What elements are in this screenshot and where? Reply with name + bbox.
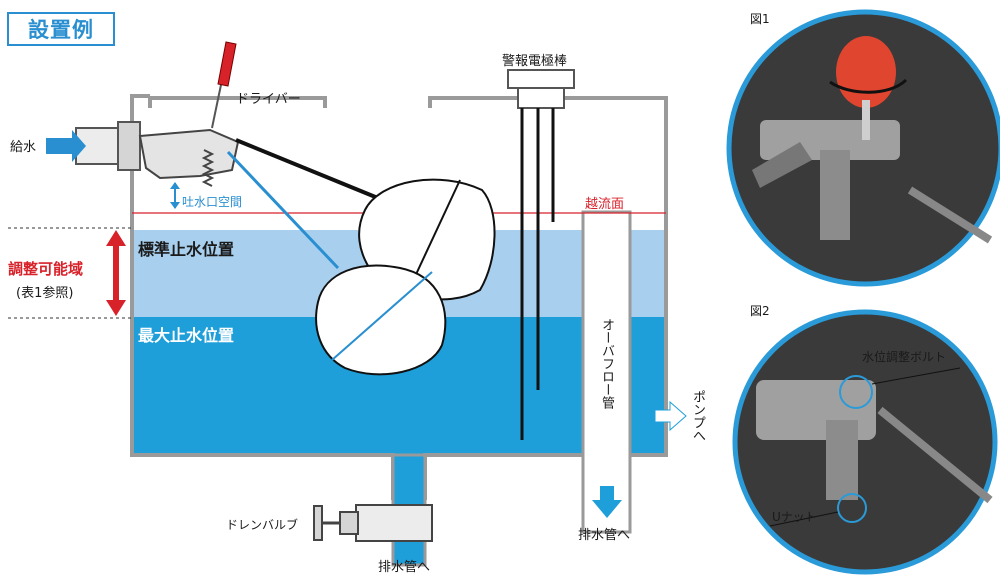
fig1-label: 図1 [750, 12, 770, 26]
driver-handle [217, 41, 237, 87]
electrode-head [507, 69, 575, 89]
label-to-drain-right: 排水管へ [578, 528, 631, 543]
water-deep [132, 317, 666, 470]
drain-valve-body [355, 504, 433, 542]
label-outlet-gap: 吐水口空間 [182, 195, 243, 209]
label-to-pump: ポンプへ [690, 390, 705, 442]
label-driver: ドライバー [236, 92, 301, 107]
label-overflow-pipe: オーバフロー管 [599, 318, 614, 409]
page-title: 設置例 [7, 12, 115, 46]
label-adjust-range-note: (表1参照) [16, 286, 74, 301]
pump-arrow [654, 400, 687, 432]
fig2-bolt-label: 水位調整ボルト [862, 350, 947, 364]
drain-arrow [592, 486, 622, 518]
label-to-drain-bottom: 排水管へ [378, 560, 431, 575]
fig2-circle [732, 309, 998, 575]
overflow-pipe [581, 210, 632, 534]
label-alarm-electrode: 警報電極棒 [502, 54, 568, 69]
fig2-nut-label: Uナット [772, 510, 817, 524]
adjust-arrow-top [106, 230, 126, 246]
label-max-stop-level: 最大止水位置 [138, 326, 235, 345]
float-max [315, 264, 447, 376]
adjust-arrow-bottom [106, 300, 126, 316]
label-adjust-range: 調整可能域 [8, 260, 84, 278]
label-drain-valve: ドレンバルブ [226, 518, 299, 532]
supply-arrow [46, 130, 86, 162]
fig2-label: 図2 [750, 304, 770, 318]
label-overflow-surface: 越流面 [585, 197, 625, 212]
label-standard-stop-level: 標準止水位置 [138, 240, 235, 259]
label-supply-water: 給水 [10, 140, 37, 155]
